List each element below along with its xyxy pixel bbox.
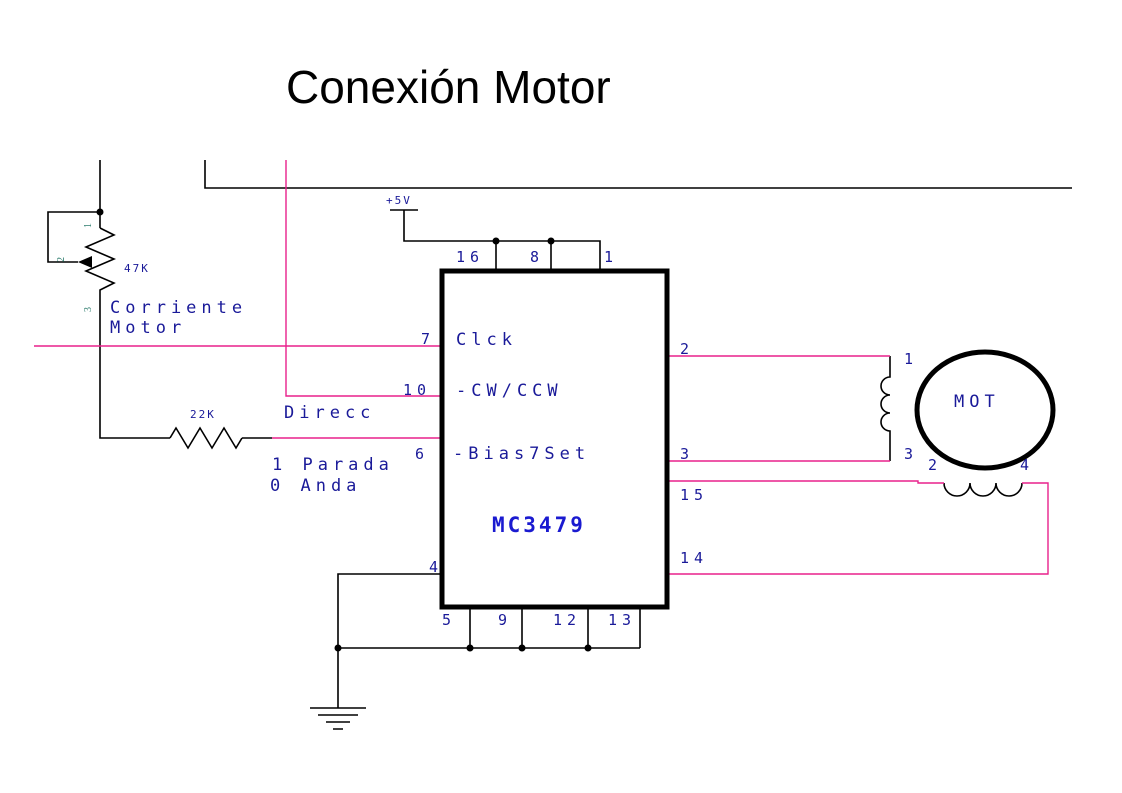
junction-dot [96, 208, 104, 216]
bias-note-line1: 1 Parada [272, 455, 394, 475]
top-pin-label: 16 [456, 248, 484, 266]
junction-dot [492, 237, 500, 245]
ground-symbol [310, 707, 366, 730]
pot-label-line2: Motor [110, 318, 186, 338]
pot-to-resistor-wire [99, 296, 170, 439]
motor-label: MOT [954, 392, 1000, 412]
motor-circle [914, 349, 1056, 471]
pot-pin-number: 2 [56, 257, 67, 262]
pin15-wire [667, 480, 944, 484]
ic-signal-label: -CW/CCW [456, 381, 563, 401]
ic-body [439, 268, 670, 610]
pot-pin-number: 1 [83, 223, 94, 228]
supply-label: +5V [386, 194, 412, 207]
pot-wiper-arrow [78, 256, 92, 268]
motor-coil-b [943, 482, 1023, 497]
supply-wire [403, 210, 601, 271]
ic-signal-label: Clck [456, 330, 517, 350]
magenta-wires [34, 160, 1049, 575]
bottom-pin-label: 5 [442, 611, 456, 629]
black-wires [47, 160, 1072, 730]
left-pin-label: 6 [415, 445, 429, 463]
bottom-pin-label: 12 [553, 611, 581, 629]
junction-dot [466, 644, 474, 652]
pin14-wire [667, 482, 1049, 575]
bottom-pin-label: 13 [608, 611, 636, 629]
top-pin-label: 8 [530, 248, 544, 266]
top-bus-wire [204, 160, 1072, 189]
motor-coil-a [880, 356, 891, 461]
right-pin-label: 15 [680, 486, 708, 504]
resistor-value: 22K [190, 408, 216, 421]
bias-note-line2: 0 Anda [270, 476, 361, 496]
potentiometer-zigzag [83, 227, 117, 296]
motor-coil-pin: 2 [928, 456, 942, 474]
right-pin-label: 14 [680, 549, 708, 567]
pot-wiper-wire [47, 211, 100, 263]
motor-coil-pin: 4 [1020, 456, 1034, 474]
junction-dot [518, 644, 526, 652]
direction-wire [285, 160, 442, 397]
ic-part-number: MC3479 [492, 513, 586, 537]
right-pin-label: 2 [680, 340, 694, 358]
pin4-ground-wire [337, 573, 442, 708]
pot-pin-number: 3 [83, 307, 94, 312]
junction-dots [96, 208, 592, 652]
left-pin-label: 7 [421, 330, 435, 348]
motor-coil-pin: 3 [904, 445, 918, 463]
left-pin-label: 4 [429, 558, 443, 576]
bottom-pin-label: 9 [498, 611, 512, 629]
ic-signal-label: -Bias7Set [453, 444, 590, 464]
direction-label: Direcc [284, 403, 375, 423]
right-pin-label: 3 [680, 445, 694, 463]
slide-title: Conexión Motor [286, 61, 611, 113]
motor-coil-pin: 1 [904, 350, 918, 368]
pot-label-line1: Corriente [110, 298, 247, 318]
junction-dot [584, 644, 592, 652]
left-pin-label: 10 [403, 381, 431, 399]
junction-dot [547, 237, 555, 245]
potentiometer-value: 47K [124, 262, 150, 275]
resistor-zigzag [169, 426, 243, 450]
junction-dot [334, 644, 342, 652]
top-pin-label: 1 [604, 248, 618, 266]
